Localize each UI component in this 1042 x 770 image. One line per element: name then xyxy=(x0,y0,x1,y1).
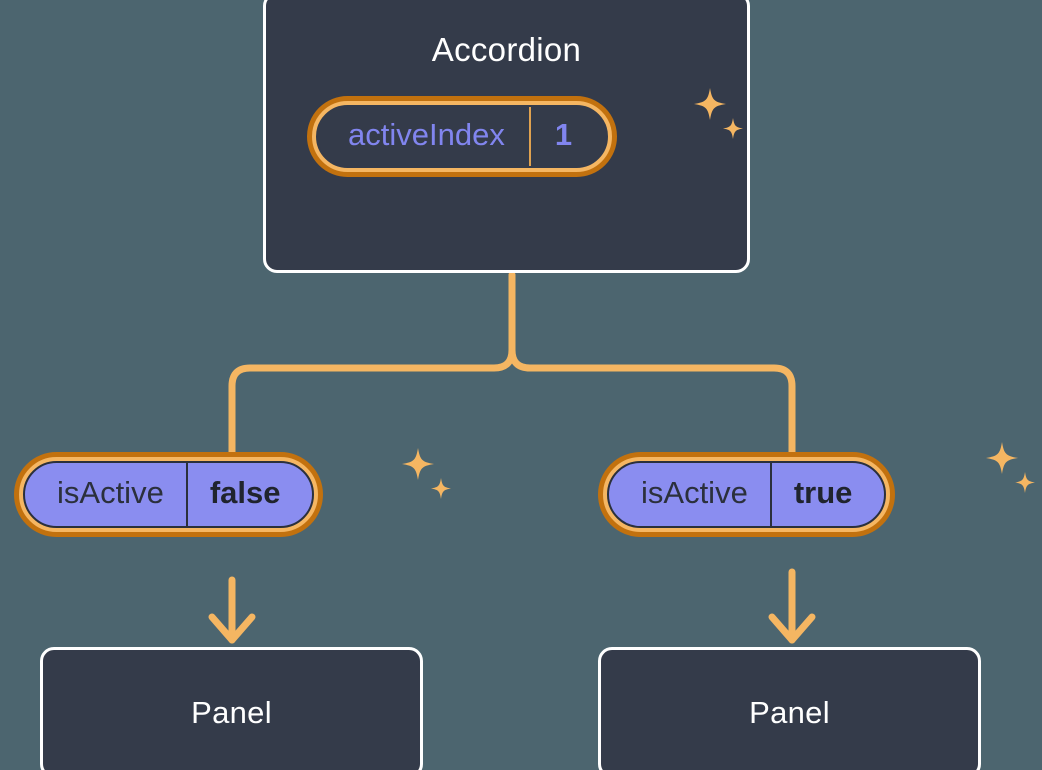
sparkle-small-icon xyxy=(1015,472,1035,493)
component-box-panel-right[interactable]: Panel xyxy=(598,647,981,770)
component-label-accordion: Accordion xyxy=(431,31,582,68)
connector-root-to-right-state xyxy=(508,271,796,464)
sparkle-icon xyxy=(402,448,434,480)
state-key-activeindex: activeIndex xyxy=(348,117,505,152)
state-value-isactive-left: false xyxy=(185,463,313,526)
sparkle-icon xyxy=(986,442,1018,474)
pill-body: isActive true xyxy=(607,461,887,528)
connector-root-to-left-state xyxy=(228,271,516,464)
state-key-isactive-right: isActive xyxy=(641,475,748,510)
sparkle-group-right xyxy=(986,442,1035,493)
state-value-isactive-right: true xyxy=(769,463,885,526)
state-pill-activeindex[interactable]: activeIndex 1 xyxy=(307,96,618,177)
component-label-panel-left: Panel xyxy=(191,694,272,730)
pill-ring: isActive true xyxy=(598,452,896,537)
state-pill-isactive-true[interactable]: isActive true xyxy=(598,452,896,537)
sparkle-group-left xyxy=(402,448,451,499)
component-box-panel-left[interactable]: Panel xyxy=(40,647,423,770)
component-label-panel-right: Panel xyxy=(749,694,830,730)
pill-ring: isActive false xyxy=(14,452,324,537)
state-key-isactive-left: isActive xyxy=(57,475,164,510)
state-pill-isactive-false[interactable]: isActive false xyxy=(14,452,324,537)
state-value-activeindex: 1 xyxy=(528,107,606,166)
sparkle-small-icon xyxy=(431,478,451,499)
pill-body: activeIndex 1 xyxy=(316,105,609,168)
arrowhead-right-panel xyxy=(768,613,816,644)
arrowhead-left-panel xyxy=(208,613,256,644)
pill-ring: activeIndex 1 xyxy=(307,96,618,177)
pill-body: isActive false xyxy=(23,461,315,528)
